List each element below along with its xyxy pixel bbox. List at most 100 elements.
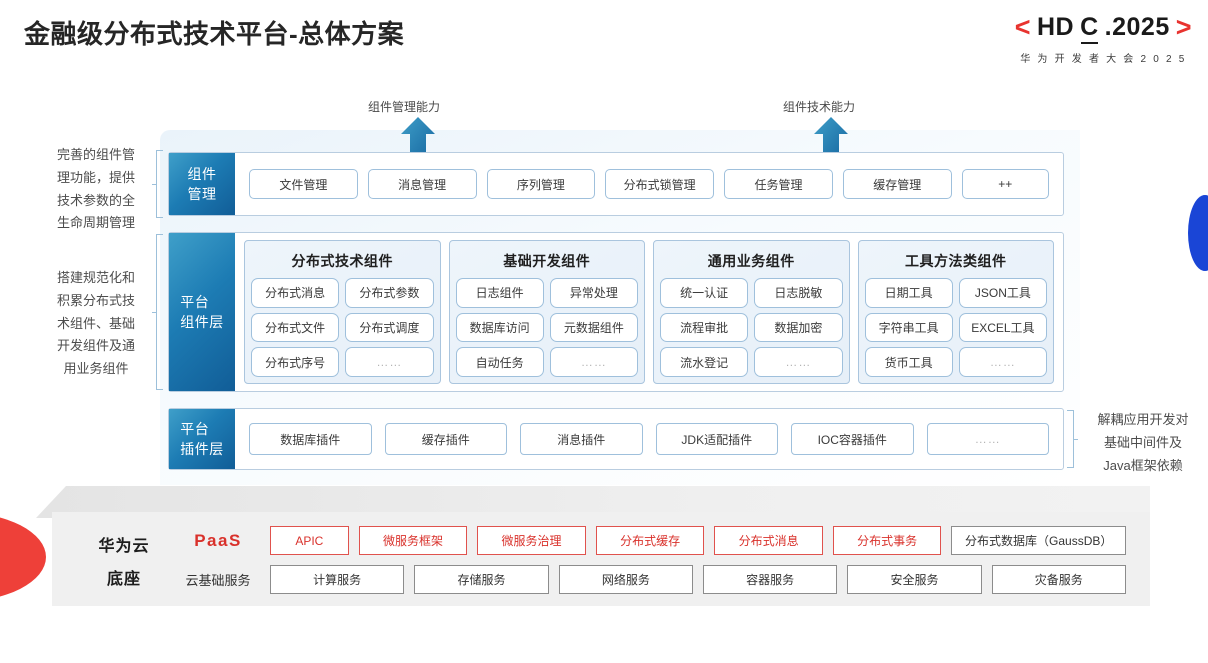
row-label-line: 组件管理 xyxy=(187,165,217,202)
chip-component-1-4[interactable]: 自动任务 xyxy=(455,347,544,377)
component-group-grid-2: 统一认证日志脱敏流程审批数据加密流水登记…… xyxy=(660,278,843,377)
row-label-platform-component-layer: 平台组件层 xyxy=(169,233,235,391)
row-label-line: 平台插件层 xyxy=(180,420,224,457)
brace-plugin-layer xyxy=(1067,410,1078,468)
component-group-title-3: 工具方法类组件 xyxy=(905,253,1007,269)
chip-plugin-3[interactable]: JDK适配插件 xyxy=(655,423,778,455)
base-row-items-paas: APIC 微服务框架微服务治理分布式缓存分布式消息分布式事务分布式数据库（Gaus… xyxy=(270,526,1127,555)
row-platform-plugin-layer: 平台插件层 数据库插件缓存插件消息插件 JDK适配插件 IOC容器插件 …… xyxy=(168,408,1064,470)
up-arrow-icon-right xyxy=(814,117,848,161)
row-label-component-management: 组件管理 xyxy=(169,153,235,215)
component-group-title-1: 基础开发组件 xyxy=(503,253,591,269)
chip-paas-6[interactable]: 分布式数据库（GaussDB） xyxy=(951,526,1127,555)
chip-paas-3[interactable]: 分布式缓存 xyxy=(595,526,705,555)
row-body-platform-plugin-layer: 数据库插件缓存插件消息插件 JDK适配插件 IOC容器插件 …… xyxy=(235,409,1063,469)
side-note-component-layer: 搭建规范化和积累分布式技术组件、基础开发组件及通用业务组件 xyxy=(56,270,135,376)
angle-bracket-left-icon: < xyxy=(1014,12,1031,42)
chip-component-2-5[interactable]: …… xyxy=(754,347,843,377)
chip-paas-0[interactable]: APIC xyxy=(270,526,349,555)
chip-component-2-4[interactable]: 流水登记 xyxy=(660,347,749,377)
chip-component-2-1[interactable]: 日志脱敏 xyxy=(754,278,843,308)
row-label-platform-plugin-layer: 平台插件层 xyxy=(169,409,235,469)
base-title-line1: 华为云 xyxy=(98,537,150,555)
chip-component-3-3[interactable]: EXCEL工具 xyxy=(958,312,1047,343)
row-body-platform-component-layer: 分布式技术组件分布式消息分布式参数分布式文件分布式调度分布式序号……基础开发组件… xyxy=(235,233,1063,391)
row-body-component-management: 文件管理消息管理序列管理分布式锁管理任务管理缓存管理 ++ xyxy=(235,153,1063,215)
chip-component-0-5[interactable]: …… xyxy=(345,347,434,377)
chip-plugin-0[interactable]: 数据库插件 xyxy=(249,423,372,455)
angle-bracket-right-icon: > xyxy=(1175,12,1192,42)
chip-component-1-1[interactable]: 异常处理 xyxy=(549,278,638,308)
chip-management-6[interactable]: ++ xyxy=(961,169,1049,199)
chip-cloud-0[interactable]: 计算服务 xyxy=(270,565,405,594)
chip-management-2[interactable]: 序列管理 xyxy=(486,169,596,199)
component-group-grid-0: 分布式消息分布式参数分布式文件分布式调度分布式序号…… xyxy=(251,278,434,377)
red-wedge-decoration xyxy=(0,512,46,602)
hdc-logo-text-before: HD xyxy=(1036,13,1075,41)
chip-component-3-0[interactable]: 日期工具 xyxy=(864,278,953,308)
callout-label-technical-capability: 组件技术能力 xyxy=(783,100,856,114)
component-group-0: 分布式技术组件分布式消息分布式参数分布式文件分布式调度分布式序号…… xyxy=(244,240,441,384)
chip-component-0-3[interactable]: 分布式调度 xyxy=(345,312,434,343)
chip-paas-2[interactable]: 微服务治理 xyxy=(477,526,586,555)
hdc-logo-text-after: .2025 xyxy=(1104,13,1170,41)
chip-component-1-0[interactable]: 日志组件 xyxy=(455,278,544,308)
base-row-cloud: 云基础服务 计算服务存储服务网络服务容器服务安全服务灾备服务 xyxy=(176,564,1126,595)
hdc-logo-text-c: C xyxy=(1080,13,1099,44)
chip-component-2-2[interactable]: 流程审批 xyxy=(660,312,749,343)
brace-component-layer xyxy=(152,234,163,390)
base-title-line2: 底座 xyxy=(106,570,141,588)
chip-plugin-5[interactable]: …… xyxy=(926,423,1049,455)
chip-cloud-1[interactable]: 存储服务 xyxy=(414,565,549,594)
chip-component-3-4[interactable]: 货币工具 xyxy=(864,347,953,377)
row-platform-component-layer: 平台组件层 分布式技术组件分布式消息分布式参数分布式文件分布式调度分布式序号……… xyxy=(168,232,1064,392)
chip-cloud-4[interactable]: 安全服务 xyxy=(847,565,982,594)
chip-component-3-2[interactable]: 字符串工具 xyxy=(864,312,953,343)
chip-management-1[interactable]: 消息管理 xyxy=(367,169,477,199)
chip-paas-4[interactable]: 分布式消息 xyxy=(714,526,823,555)
chip-component-0-4[interactable]: 分布式序号 xyxy=(251,347,340,377)
chip-plugin-1[interactable]: 缓存插件 xyxy=(384,423,507,455)
hdc-logo-subtitle: 华 为 开 发 者 大 会 2 0 2 5 xyxy=(1020,54,1187,65)
brace-management xyxy=(152,150,163,218)
row-label-line: 平台组件层 xyxy=(180,293,224,330)
chip-management-3[interactable]: 分布式锁管理 xyxy=(605,169,715,199)
callout-label-management-capability: 组件管理能力 xyxy=(368,100,441,114)
chip-component-1-5[interactable]: …… xyxy=(549,347,638,377)
component-group-grid-1: 日志组件异常处理数据库访问元数据组件自动任务…… xyxy=(455,278,638,377)
chip-cloud-5[interactable]: 灾备服务 xyxy=(991,565,1126,594)
chip-management-0[interactable]: 文件管理 xyxy=(249,169,358,199)
chip-plugin-2[interactable]: 消息插件 xyxy=(520,423,643,455)
chip-component-3-1[interactable]: JSON工具 xyxy=(958,278,1047,308)
component-group-1: 基础开发组件日志组件异常处理数据库访问元数据组件自动任务…… xyxy=(448,240,645,384)
chip-component-0-1[interactable]: 分布式参数 xyxy=(345,278,434,308)
chip-component-0-2[interactable]: 分布式文件 xyxy=(251,312,340,343)
chip-component-3-5[interactable]: …… xyxy=(958,347,1047,377)
chip-component-1-3[interactable]: 元数据组件 xyxy=(549,312,638,343)
chip-paas-1[interactable]: 微服务框架 xyxy=(358,526,468,555)
page-title: 金融级分布式技术平台-总体方案 xyxy=(24,19,405,49)
chip-component-2-0[interactable]: 统一认证 xyxy=(660,278,749,308)
chip-component-2-3[interactable]: 数据加密 xyxy=(754,312,843,343)
chip-component-0-0[interactable]: 分布式消息 xyxy=(251,278,340,308)
chip-management-4[interactable]: 任务管理 xyxy=(724,169,833,199)
chip-component-1-2[interactable]: 数据库访问 xyxy=(455,312,544,343)
side-note-management: 完善的组件管理功能，提供技术参数的全生命周期管理 xyxy=(56,147,135,231)
chip-cloud-2[interactable]: 网络服务 xyxy=(558,565,693,594)
component-group-title-0: 分布式技术组件 xyxy=(291,253,393,269)
chip-paas-5[interactable]: 分布式事务 xyxy=(832,526,942,555)
chip-plugin-4[interactable]: IOC容器插件 xyxy=(791,423,914,455)
base-title: 华为云 底座 xyxy=(76,525,172,595)
row-component-management: 组件管理 文件管理消息管理序列管理分布式锁管理任务管理缓存管理 ++ xyxy=(168,152,1064,216)
chip-management-5[interactable]: 缓存管理 xyxy=(842,169,952,199)
base-row-items-cloud: 计算服务存储服务网络服务容器服务安全服务灾备服务 xyxy=(270,565,1126,594)
chip-cloud-3[interactable]: 容器服务 xyxy=(702,565,838,594)
